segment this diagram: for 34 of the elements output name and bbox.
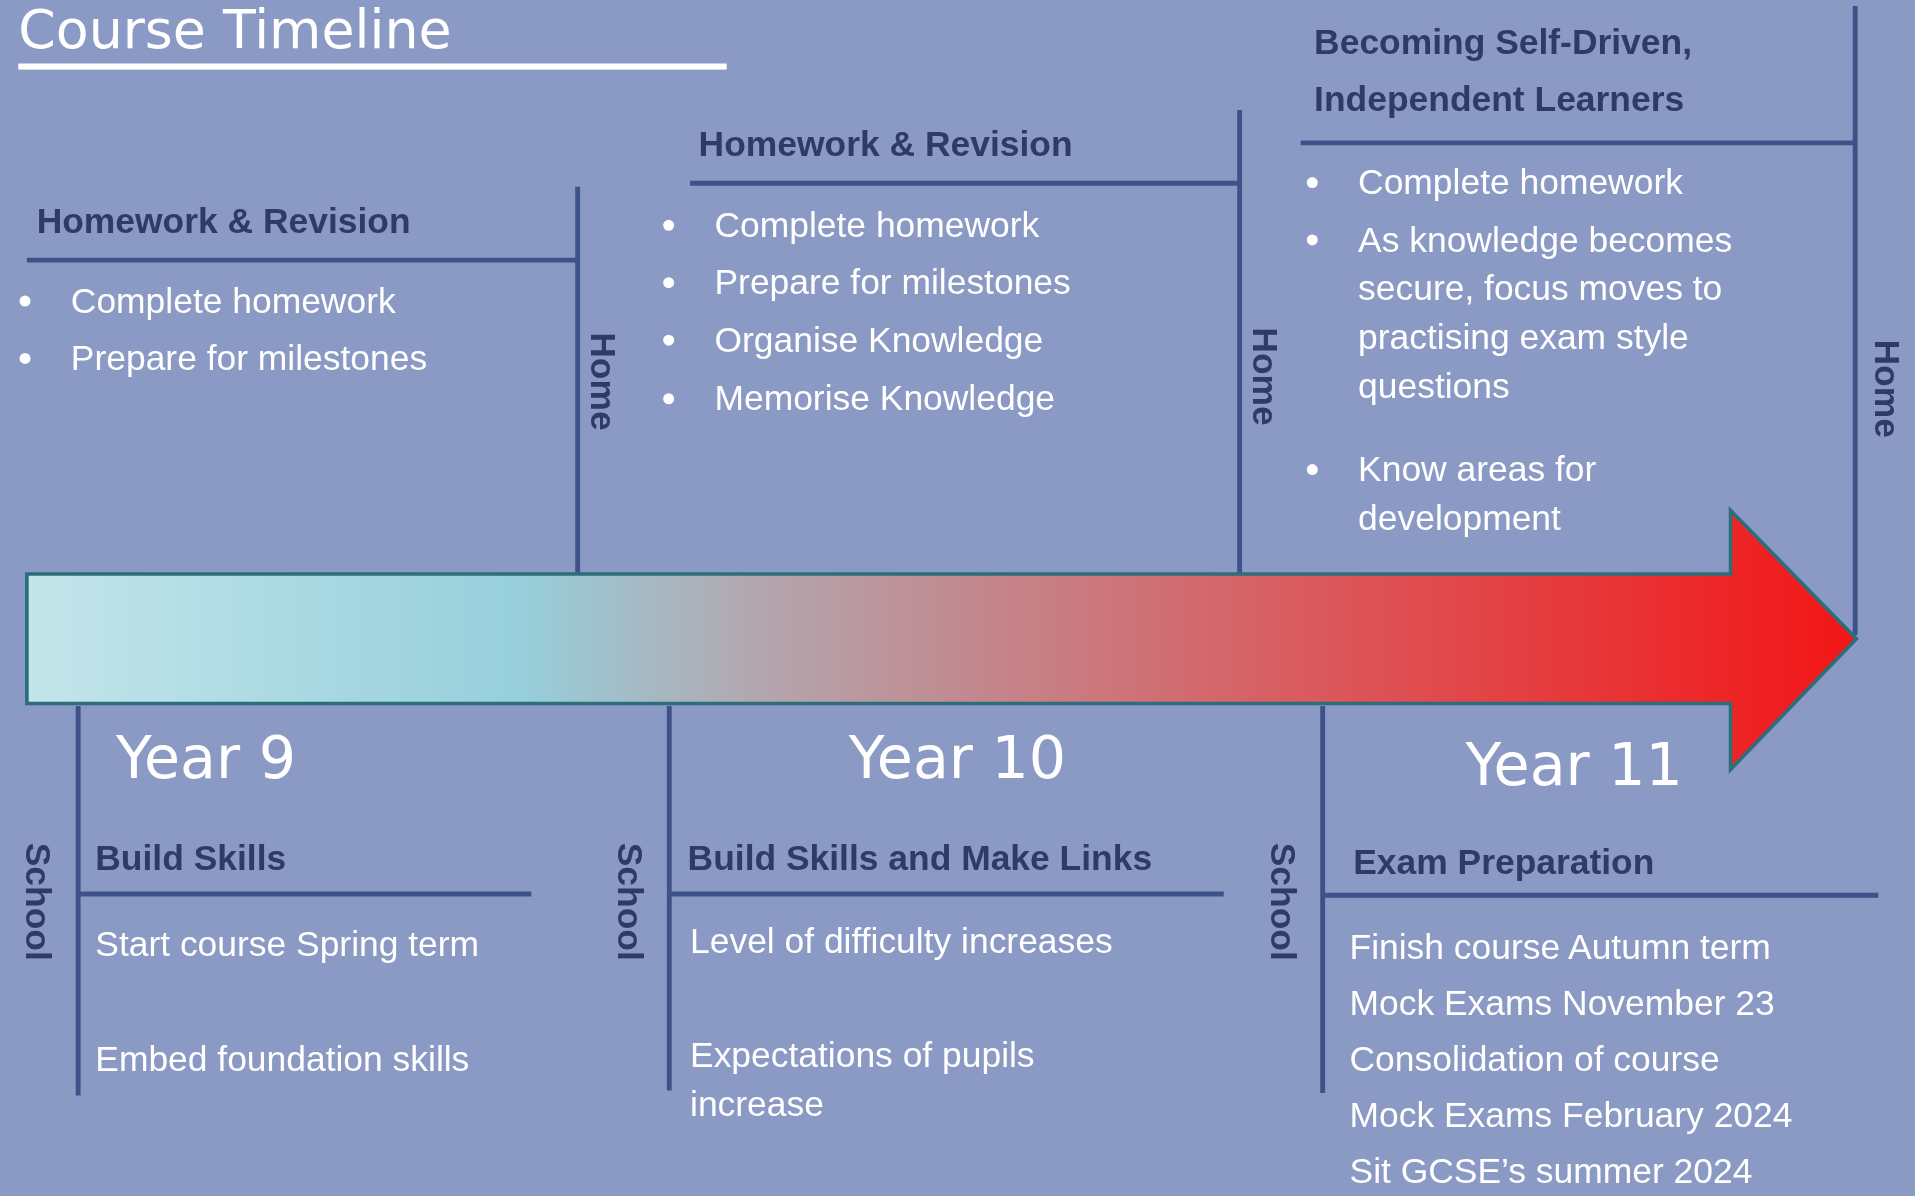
section-heading: Build Skills and Make Links [687, 836, 1153, 879]
list-text: Sit GCSE’s summer 2024 [1349, 1150, 1753, 1193]
year-label: Year 11 [1465, 729, 1683, 801]
bullet-item: Organise Knowledge [660, 315, 1044, 364]
vertical-label: School [1264, 842, 1304, 961]
section-heading: Exam Preparation [1353, 841, 1655, 884]
section-heading: Build Skills [95, 836, 287, 879]
list-text: Level of difficulty increases [690, 919, 1113, 962]
vertical-label: School [610, 842, 650, 961]
list-text: Consolidation of course [1349, 1038, 1720, 1081]
vertical-label: Home [1245, 327, 1285, 426]
bullet-item: As knowledge becomes secure, focus moves to practising exam style questions [1304, 214, 1847, 411]
list-text: Start course Spring term [95, 923, 480, 966]
vertical-label: School [18, 842, 58, 961]
section-heading: Homework & Revision [698, 123, 1073, 166]
bullet-item: Memorise Knowledge [660, 373, 1056, 423]
list-text: Embed foundation skills [95, 1038, 470, 1081]
year-label: Year 9 [116, 722, 297, 794]
section-heading: Homework & Revision [36, 200, 411, 243]
bullet-item: Complete homework [660, 200, 1040, 250]
bullet-item: Know areas for development [1304, 444, 1725, 543]
list-text: Expectations of pupils increase [690, 1034, 1036, 1126]
title: Course Timeline [18, 0, 452, 62]
list-text: Mock Exams November 23 [1349, 982, 1775, 1025]
bullet-item: Prepare for milestones [17, 333, 428, 383]
year-label: Year 10 [848, 722, 1067, 794]
bullet-item: Complete homework [1304, 157, 1683, 207]
section-heading: Becoming Self-Driven, Independent Learners [1314, 21, 1693, 121]
bullet-item: Prepare for milestones [660, 257, 1071, 307]
list-text: Mock Exams February 2024 [1349, 1094, 1793, 1137]
list-text: Finish course Autumn term [1349, 925, 1771, 969]
vertical-label: Home [583, 332, 623, 431]
vertical-label: Home [1867, 339, 1907, 438]
bullet-item: Complete homework [17, 276, 396, 325]
